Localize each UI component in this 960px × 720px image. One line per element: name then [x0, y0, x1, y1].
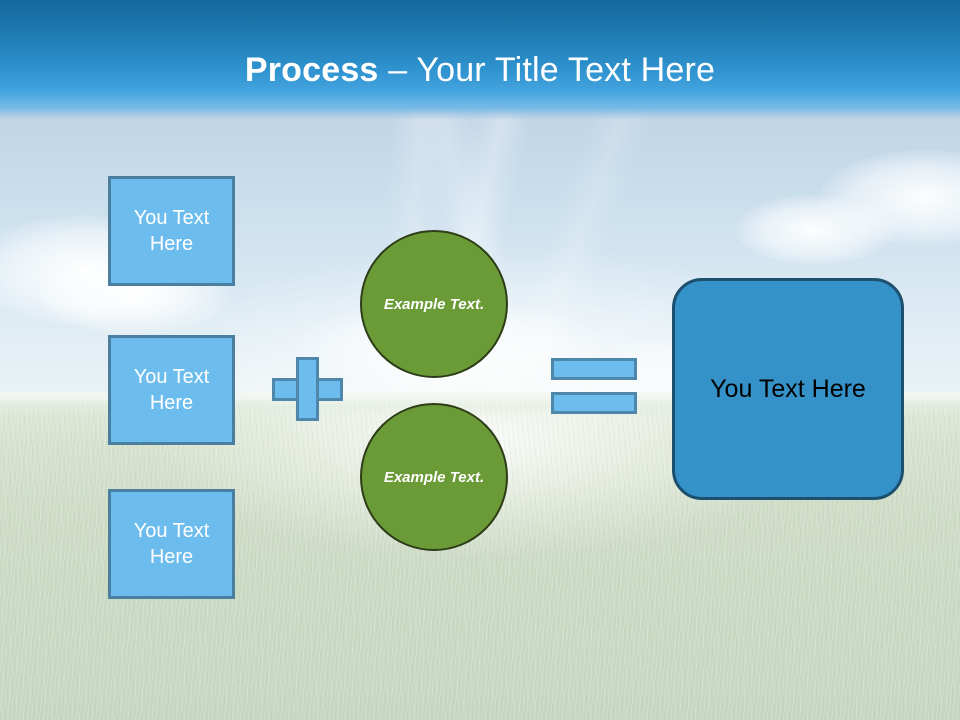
page-title: Process – Your Title Text Here: [0, 50, 960, 90]
title-banner: [0, 0, 960, 120]
equals-top-bar: [551, 358, 637, 380]
result-box[interactable]: You Text Here: [672, 278, 904, 500]
equals-bottom-bar: [551, 392, 637, 414]
input-box-2-label: You Text Here: [133, 366, 210, 414]
input-box-3-label: You Text Here: [133, 520, 210, 568]
input-box-2[interactable]: You Text Here: [108, 335, 235, 445]
plus-center-fill: [299, 381, 316, 398]
page-title-rest: – Your Title Text Here: [378, 51, 716, 89]
example-circle-1[interactable]: Example Text.: [360, 230, 508, 378]
page-title-emphasis: Process: [244, 51, 379, 89]
example-circle-2-label: Example Text.: [383, 468, 485, 486]
result-box-label: You Text Here: [710, 375, 866, 403]
input-box-1-label: You Text Here: [133, 207, 210, 255]
equals-icon: [551, 358, 637, 414]
input-box-1[interactable]: You Text Here: [108, 176, 235, 286]
example-circle-2[interactable]: Example Text.: [360, 403, 508, 551]
plus-icon: [272, 357, 343, 421]
input-box-3[interactable]: You Text Here: [108, 489, 235, 599]
example-circle-1-label: Example Text.: [383, 295, 485, 313]
